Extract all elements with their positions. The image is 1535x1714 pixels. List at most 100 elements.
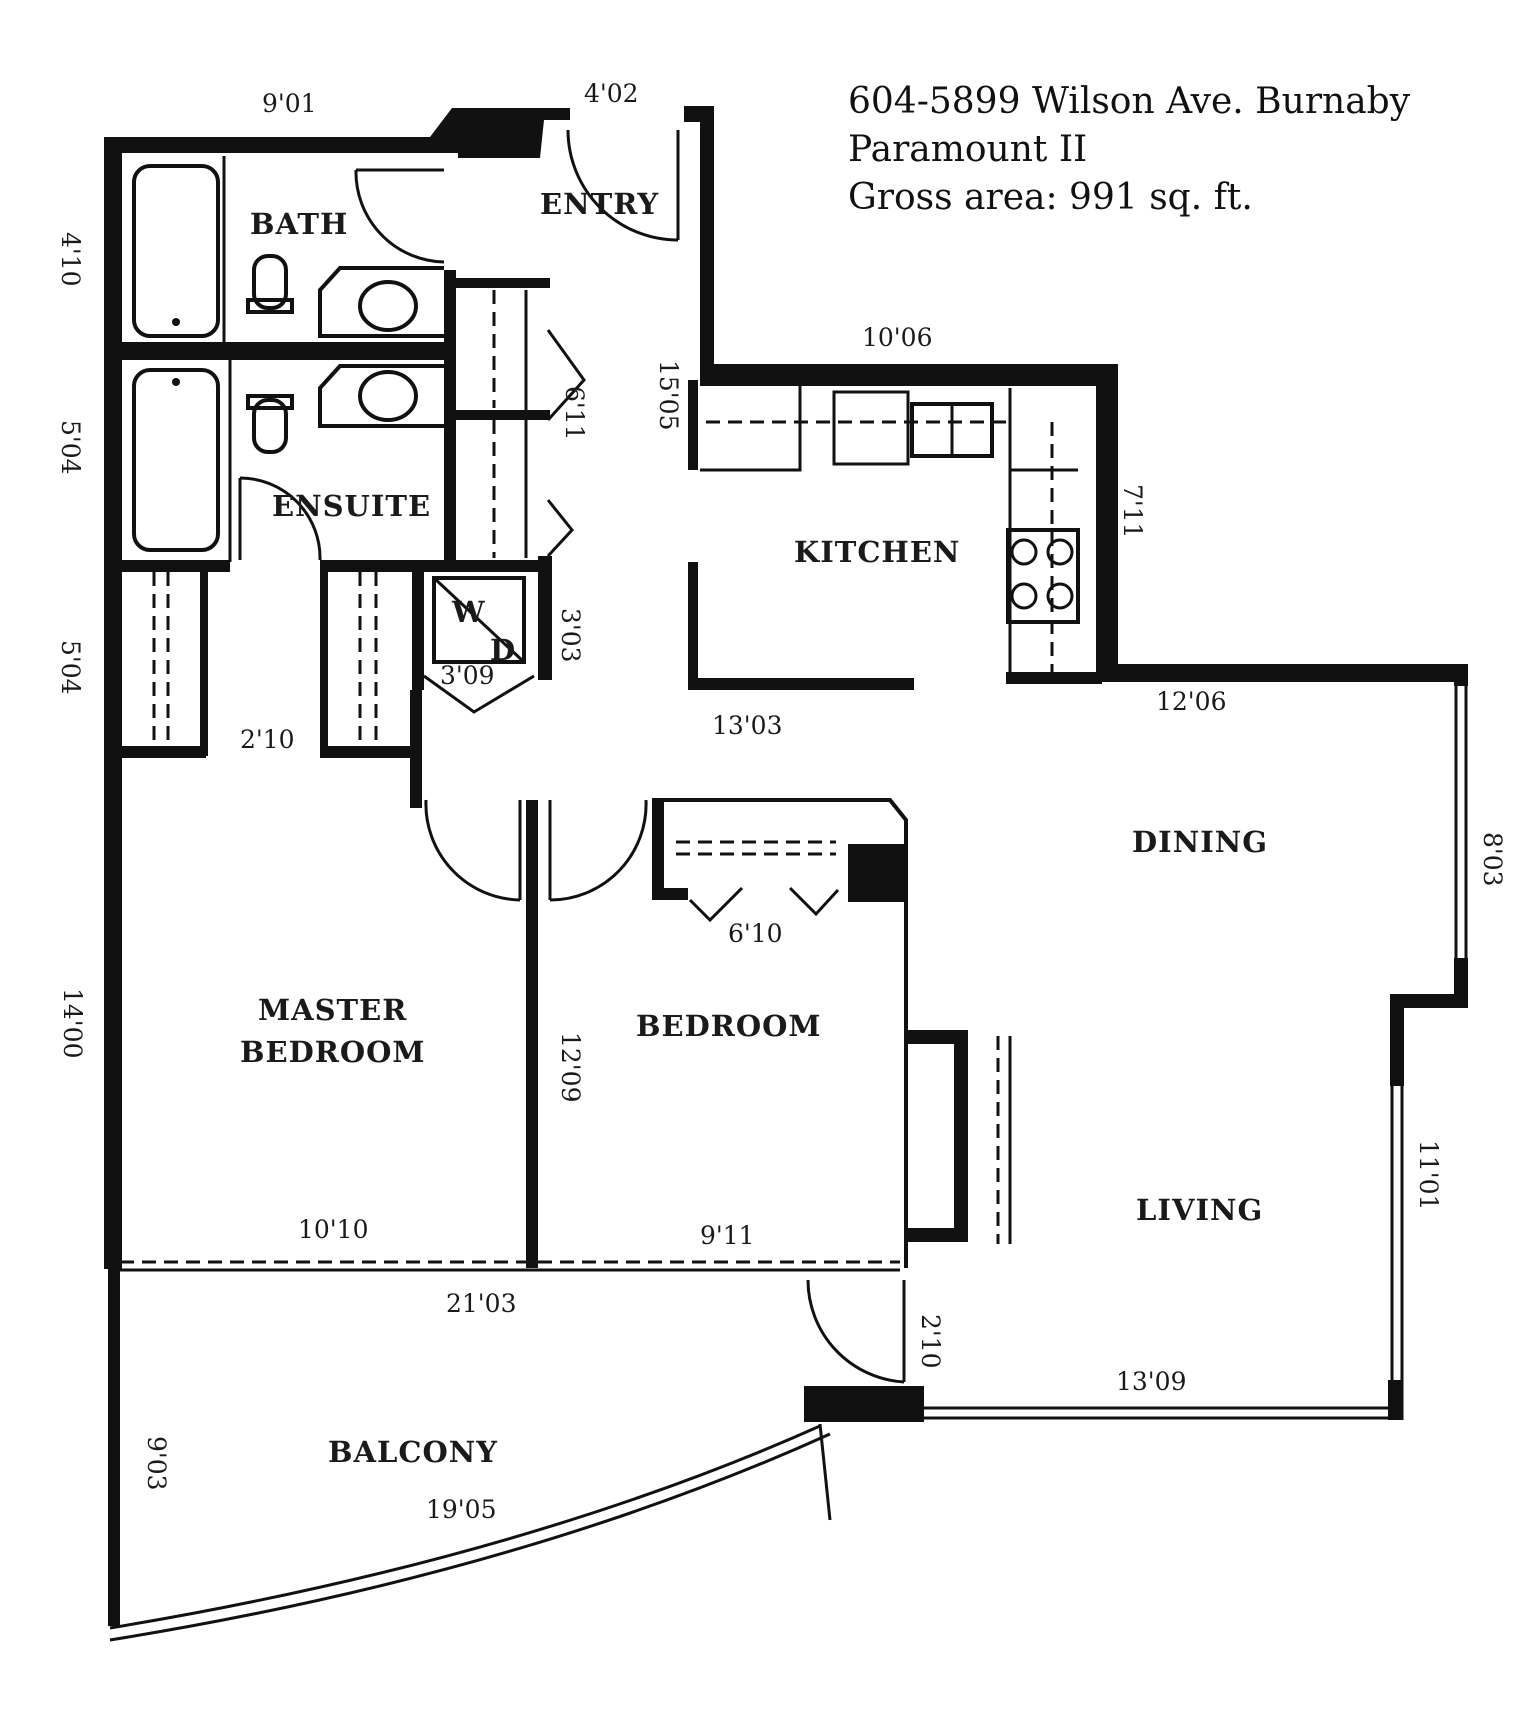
bedroom-door-swing [549, 799, 648, 902]
balcony-curve-inner [109, 1432, 831, 1642]
wall-living-right-top [1390, 994, 1404, 1086]
dim-living-depth: 11'01 [1414, 1140, 1443, 1211]
dim-laundry-depth: 3'03 [556, 608, 585, 663]
dim-bedroom-closet: 6'10 [728, 919, 783, 948]
bedroom-bifold-1 [688, 886, 744, 923]
laundry-area [120, 556, 552, 808]
ensuite-tub-drain [172, 378, 180, 386]
balcony-curve-outer [109, 1424, 821, 1630]
bedroom-closet-bottom-left [652, 888, 688, 900]
dim-master-depth: 14'00 [58, 988, 87, 1059]
wall-top-left [104, 137, 458, 153]
bath-tub-drain [172, 318, 180, 326]
dim-living-width: 13'09 [1116, 1367, 1187, 1396]
linen-top [454, 278, 550, 288]
room-label-master-1: MASTER [258, 993, 407, 1027]
washer-dryer [432, 576, 526, 664]
ensuite-toilet [252, 398, 288, 454]
dim-bath-width: 9'01 [262, 89, 317, 118]
wall-right-top [1454, 664, 1468, 686]
bedroom-closet-left [652, 800, 664, 900]
linen-mid [454, 410, 550, 420]
wall-kitchen-top [700, 364, 1116, 386]
bath-toilet [252, 254, 288, 310]
dim-balcony-width: 19'05 [426, 1495, 497, 1524]
kitchen-bottom-wall [688, 678, 914, 690]
dim-balcony-span: 21'03 [446, 1289, 517, 1318]
ensuite-door-swing [239, 476, 322, 561]
address-text: 604-5899 Wilson Ave. Burnaby [848, 81, 1411, 122]
master-door-swing [424, 799, 521, 902]
bath-toilet-tank [246, 298, 294, 314]
dim-closet-depth: 5'04 [56, 640, 85, 695]
balcony-door-swing [806, 1279, 905, 1384]
wall-ensuite-bottom-left [120, 560, 230, 572]
washer-dryer-divider [432, 576, 526, 664]
ensuite-sink [358, 370, 418, 422]
room-label-bedroom: BEDROOM [636, 1009, 822, 1043]
dim-bedroom-width: 9'11 [700, 1221, 755, 1250]
entry-area [454, 129, 680, 558]
fireplace-bottom [906, 1228, 968, 1242]
bath-tub [132, 164, 220, 338]
laundry-right-wall [538, 556, 552, 680]
dim-linen-closet: 6'11 [560, 386, 589, 441]
kitchen-dishwasher [832, 390, 910, 466]
burner-1 [1010, 538, 1038, 566]
wall-entry-right [700, 106, 714, 378]
dryer-label: D [490, 633, 516, 667]
wall-ensuite-bottom-right [320, 560, 544, 572]
burner-2 [1046, 538, 1074, 566]
wall-right-step [1390, 994, 1468, 1008]
room-label-master-2: BEDROOM [240, 1035, 426, 1069]
dim-balcony-depth: 9'03 [142, 1436, 171, 1491]
wall-left [104, 137, 122, 1269]
kitchen-left-stub [688, 562, 698, 690]
kitchen-counter-corner [1008, 388, 1078, 472]
kitchen-counter-left [700, 386, 802, 472]
bedroom-bifold-2 [788, 886, 840, 917]
kitchen-left-upper [688, 380, 698, 470]
building-name: Paramount II [848, 129, 1088, 170]
dim-master-width: 10'10 [298, 1215, 369, 1244]
ensuite-toilet-tank [246, 394, 294, 410]
burner-3 [1010, 582, 1038, 610]
kitchen-bottom-right [1006, 672, 1102, 684]
wall-top-column [430, 108, 570, 158]
room-labels: BATH ENTRY ENSUITE KITCHEN DINING LIVING… [240, 187, 1268, 1469]
linen-bifold-2 [546, 499, 574, 558]
ensuite-vanity [318, 364, 444, 428]
hall-wall-stub [410, 690, 422, 808]
ensuite-tub [132, 368, 220, 552]
closet-a-bottom [120, 746, 206, 758]
balcony-left-rail [108, 1266, 120, 1626]
gross-area-text: Gross area: 991 sq. ft. [848, 177, 1253, 218]
room-label-living: LIVING [1136, 1193, 1263, 1227]
balcony-area [109, 1423, 832, 1642]
dim-hall-width: 2'10 [240, 725, 295, 754]
bath-door-swing [354, 169, 445, 264]
dim-bath-depth: 4'10 [56, 232, 85, 287]
dim-kitchen-depth: 7'11 [1118, 484, 1147, 539]
balcony-right-rail [818, 1423, 832, 1521]
dimension-labels: 9'01 4'02 4'10 5'04 5'04 15'05 6'11 10'0… [56, 79, 1507, 1524]
plan-header: 604-5899 Wilson Ave. Burnaby Paramount I… [848, 78, 1410, 222]
dim-dining-width: 12'06 [1156, 687, 1227, 716]
bedroom-closet-column [848, 844, 906, 902]
dim-balcony-door: 2'10 [916, 1314, 945, 1369]
dim-entry-width: 4'02 [584, 79, 639, 108]
room-label-dining: DINING [1132, 825, 1268, 859]
fireplace-face [954, 1040, 968, 1236]
dim-kitchen-opening: 13'03 [712, 711, 783, 740]
kitchen-stove [1006, 528, 1080, 624]
laundry-left-wall [412, 566, 424, 690]
kitchen-area [688, 380, 1102, 690]
dim-hall-length: 15'05 [654, 360, 683, 431]
room-label-bath: BATH [250, 207, 348, 241]
wall-kitchen-right [1096, 364, 1118, 678]
bedroom-area [120, 798, 1012, 1384]
dim-ensuite-depth: 5'04 [56, 420, 85, 475]
wall-bath-ensuite [120, 342, 450, 360]
closet-b-bottom [320, 746, 420, 758]
